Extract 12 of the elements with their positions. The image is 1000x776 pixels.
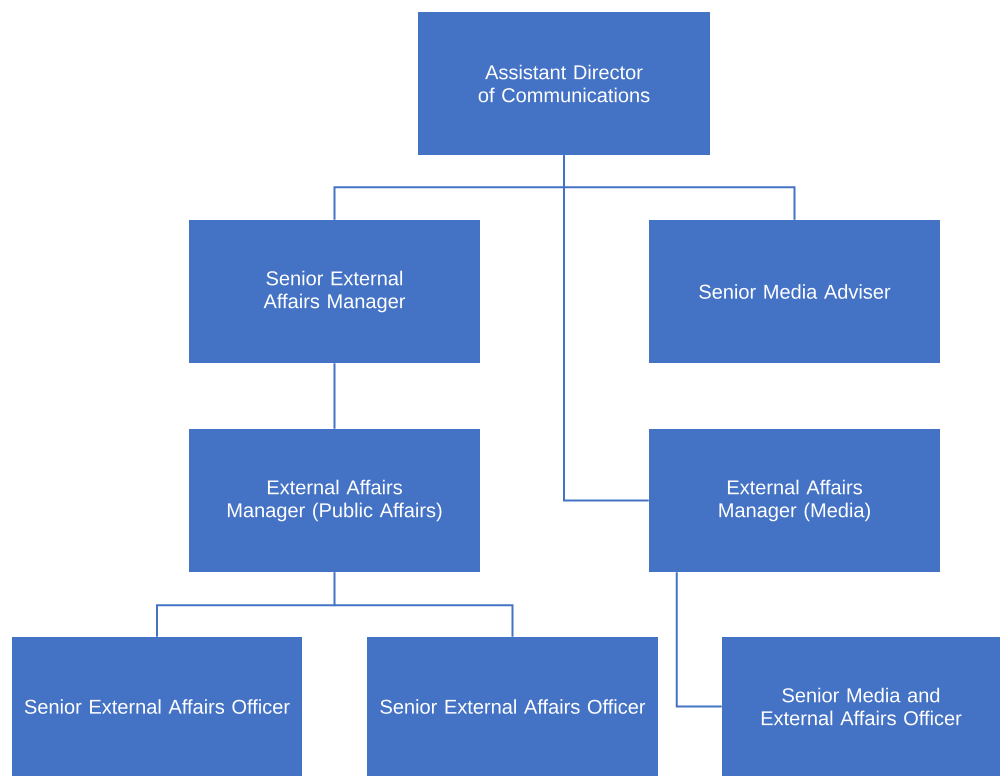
position-box: External Affairs Manager (Media) — [649, 429, 940, 572]
position-box: Senior Media Adviser — [649, 220, 940, 363]
connector-line — [676, 572, 722, 708]
connector-line — [334, 363, 336, 429]
position-box: Senior External Affairs Officer — [367, 637, 658, 776]
connector-line — [334, 572, 514, 637]
position-box: Senior External Affairs Officer — [12, 637, 302, 776]
position-box: External Affairs Manager (Public Affairs) — [189, 429, 480, 572]
position-box: Senior External Affairs Manager — [189, 220, 480, 363]
position-box: Senior Media and External Affairs Officer — [722, 637, 1000, 776]
connector-line — [563, 155, 649, 502]
position-box: Assistant Director of Communications — [418, 12, 710, 155]
